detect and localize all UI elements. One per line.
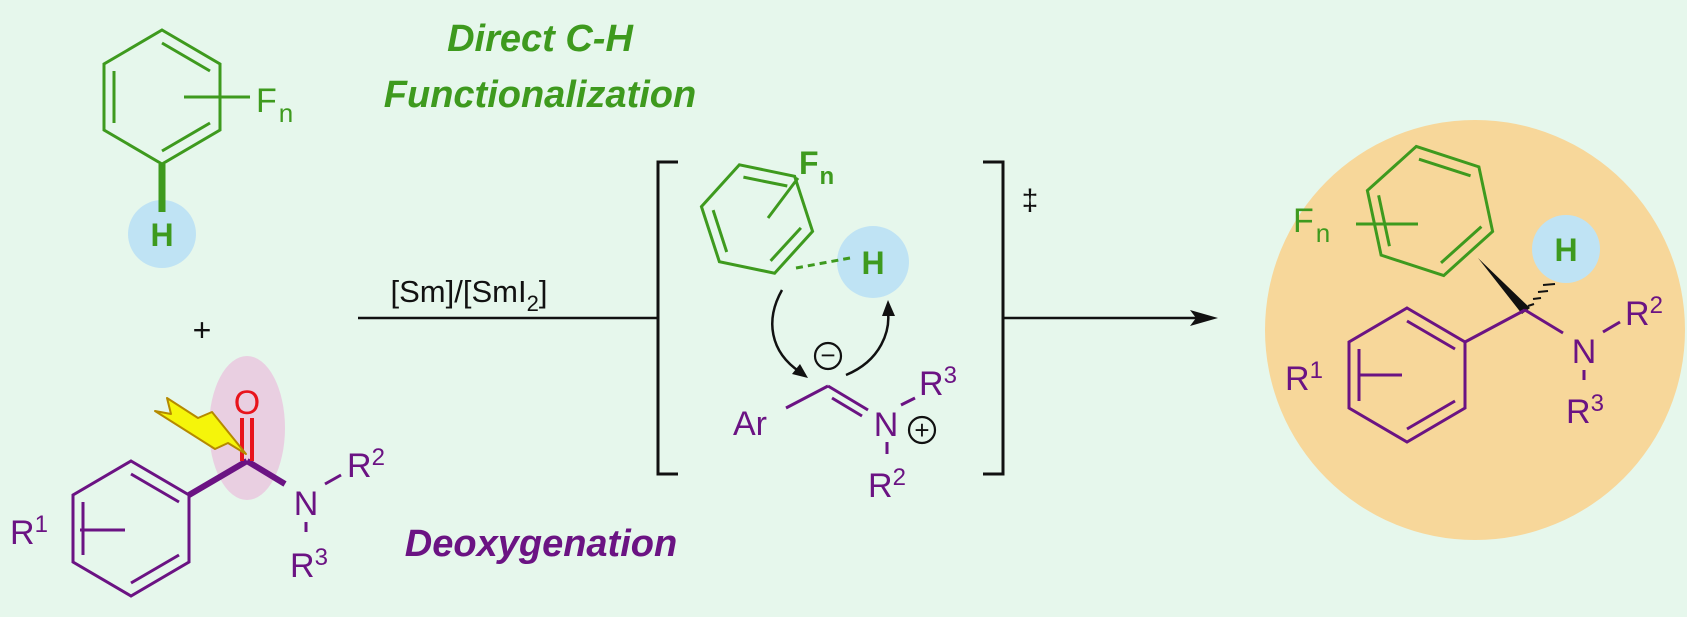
product-n-r2-bond xyxy=(1602,320,1621,334)
product-hydrogen-label: H xyxy=(1554,232,1577,268)
product-aryl-double-bond xyxy=(1406,399,1456,431)
product-aryl-double-bond xyxy=(1406,319,1456,351)
ts-iminium-bonds xyxy=(785,384,916,454)
ts-arene-double-bond xyxy=(711,209,729,253)
n-r3-bond xyxy=(900,396,916,407)
reagent-label: [Sm]/[SmI2] xyxy=(391,274,548,316)
iminium-nitrogen-label: N xyxy=(874,406,899,444)
ar-carbon-bond xyxy=(785,384,829,410)
reaction-arrowhead xyxy=(1190,310,1218,326)
wedge-bond xyxy=(1478,258,1530,314)
ts-fn-substituent-bond xyxy=(766,177,800,219)
electron-arrow-h-transfer xyxy=(845,311,890,377)
plus-sign: + xyxy=(193,312,212,348)
ts-arene-double-bond xyxy=(743,175,788,188)
ts-arene-ring xyxy=(699,163,815,275)
negative-charge-sign: − xyxy=(820,340,835,370)
ts-r3-label: R3 xyxy=(919,362,957,403)
ar-label: Ar xyxy=(733,405,767,443)
amide-nitrogen-label: N xyxy=(294,485,319,523)
product-aryl-and-amine xyxy=(1347,306,1621,444)
ts-fluoroarene xyxy=(699,163,851,275)
n-r2-bond xyxy=(324,473,342,486)
product-aryl-ch-bond xyxy=(1464,308,1526,344)
arrowhead-icon xyxy=(792,364,808,378)
product-arene-double-bond xyxy=(1377,195,1391,247)
r1-label: R1 xyxy=(10,511,48,552)
ch-functionalization-heading-line1: Direct C-H xyxy=(447,18,634,60)
product-nitrogen-label: N xyxy=(1572,333,1597,371)
tertiary-amide-reactant xyxy=(71,356,342,598)
negative-charge-circle xyxy=(813,341,843,371)
double-dagger-symbol: ‡ xyxy=(1022,184,1039,217)
carbonyl-n-bond xyxy=(245,458,287,487)
carbonyl-highlight-ellipse xyxy=(209,356,285,500)
fn-label: Fn xyxy=(256,82,293,128)
aryl-carbonyl-bond xyxy=(187,458,249,498)
r3-label: R3 xyxy=(290,544,328,585)
hash-line xyxy=(1542,283,1556,286)
ts-left-bracket xyxy=(656,160,678,476)
electron-arrow-carbanion-attack xyxy=(771,289,801,374)
product-fluoroaryl xyxy=(1356,144,1495,278)
h-highlight-circle xyxy=(128,200,196,268)
product-r2-label: R2 xyxy=(1625,292,1663,333)
product-r1-label: R1 xyxy=(1285,357,1323,398)
arene-double-bond xyxy=(161,121,211,153)
ts-r2-label: R2 xyxy=(868,464,906,505)
ts-arene-double-bond xyxy=(769,226,802,262)
deoxygenation-heading: Deoxygenation xyxy=(405,523,677,565)
ts-hydrogen-label: H xyxy=(861,245,884,281)
product-fluoroaryl-ring xyxy=(1365,144,1495,278)
ts-right-bracket xyxy=(983,160,1005,476)
product-fn-label: Fn xyxy=(1293,202,1330,248)
product-arene-double-bond xyxy=(1418,157,1472,178)
positive-charge-sign: + xyxy=(914,415,929,445)
c-n-double-bond xyxy=(831,396,863,418)
ch-functionalization-heading-line2: Functionalization xyxy=(384,74,696,116)
product-r3-label: R3 xyxy=(1566,390,1604,431)
c-n-double-bond xyxy=(827,384,869,412)
hash-line xyxy=(1537,290,1549,293)
product-arene-double-bond xyxy=(1440,225,1483,264)
aryl-double-bond xyxy=(130,553,180,585)
product-c-n-bond xyxy=(1524,308,1564,335)
ts-fn-label: Fn xyxy=(799,145,834,190)
hash-line xyxy=(1527,303,1535,307)
product-h-highlight-circle xyxy=(1532,215,1600,283)
ts-h-highlight-circle xyxy=(837,226,909,298)
ts-partial-ch-bond xyxy=(795,256,851,270)
hashed-bond-to-h xyxy=(1527,283,1556,307)
r2-label: R2 xyxy=(347,444,385,485)
hash-line xyxy=(1532,297,1542,300)
product-highlight-circle xyxy=(1265,120,1685,540)
aryl-double-bond xyxy=(130,472,180,504)
positive-charge-circle xyxy=(907,415,937,445)
fluoroarene-reactant xyxy=(102,28,250,268)
arene-double-bond xyxy=(161,41,211,73)
hydrogen-atom-label: H xyxy=(150,217,173,253)
lightning-bolt-icon xyxy=(154,397,247,455)
oxygen-atom-label: O xyxy=(234,384,260,422)
arrowhead-icon xyxy=(882,300,895,316)
